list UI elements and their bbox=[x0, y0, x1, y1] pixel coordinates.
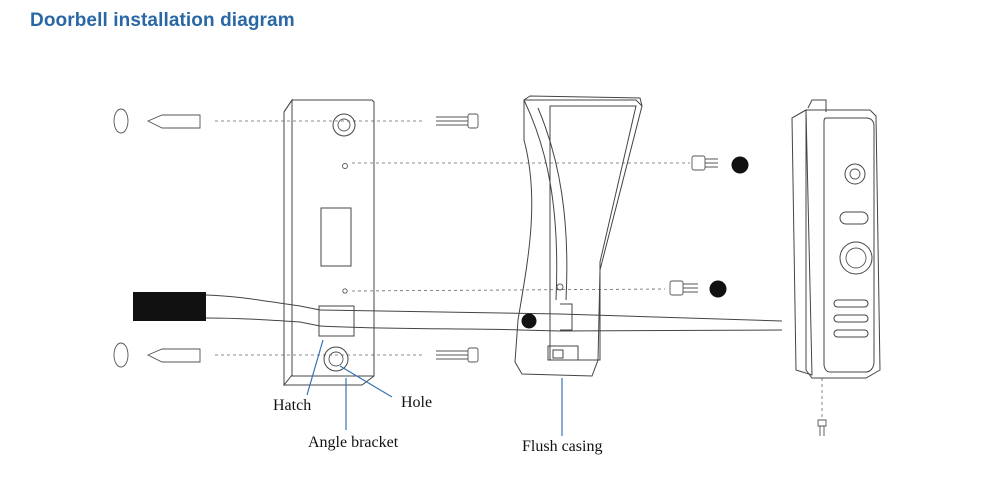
casing-screw-bottom bbox=[669, 280, 698, 296]
screw-bottom bbox=[436, 347, 479, 363]
hatch-callout-line bbox=[306, 339, 324, 396]
casing-screw-cap-top bbox=[731, 156, 749, 174]
cable-connector bbox=[133, 292, 206, 321]
casing-screw-cap-bottom bbox=[709, 280, 727, 298]
screw-top bbox=[436, 113, 479, 129]
hatch-label: Hatch bbox=[273, 397, 311, 414]
doorbell-bottom-screw bbox=[817, 419, 827, 436]
wall-plug-bottom bbox=[146, 348, 201, 363]
cable bbox=[205, 294, 783, 332]
flush-casing bbox=[514, 95, 643, 377]
wall-hole-bottom bbox=[113, 342, 129, 368]
casing-screw-dot bbox=[521, 313, 537, 329]
hole-callout-line bbox=[339, 365, 393, 398]
hole-label: Hole bbox=[401, 394, 432, 411]
doorbell-panel bbox=[791, 99, 881, 379]
angle-bracket bbox=[283, 98, 375, 387]
alignment-guides bbox=[215, 120, 823, 418]
flush-casing-label: Flush casing bbox=[522, 438, 602, 455]
angle-bracket-label: Angle bracket bbox=[308, 434, 399, 451]
wall-hole-top bbox=[113, 108, 129, 134]
diagram-title: Doorbell installation diagram bbox=[30, 10, 295, 31]
wall-plug-top bbox=[146, 114, 201, 129]
casing-screw-top bbox=[691, 155, 718, 171]
